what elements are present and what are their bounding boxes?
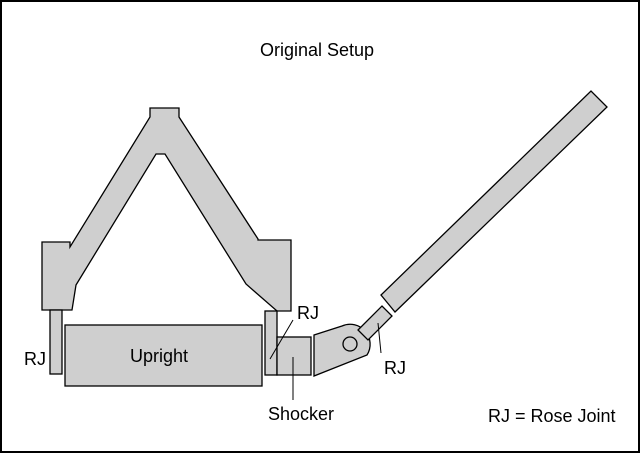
- left-rose-joint-link: [49, 309, 63, 375]
- long-arm: [380, 90, 608, 313]
- a-frame: [41, 107, 292, 312]
- pivot-hole: [342, 336, 358, 352]
- rj-right-leader: [377, 322, 382, 354]
- upright-block: [64, 324, 263, 387]
- legend-text: RJ = Rose Joint: [488, 406, 616, 426]
- right-rose-joint-link: [264, 310, 278, 376]
- rj-right-label: RJ: [384, 358, 406, 378]
- diagram-title: Original Setup: [260, 40, 375, 60]
- shocker-label: Shocker: [268, 404, 335, 424]
- rj-top-label: RJ: [297, 303, 319, 323]
- rj-top-leader: [269, 319, 294, 360]
- rj-left-label: RJ: [24, 349, 46, 369]
- shocker-block: [276, 336, 312, 376]
- upright-label: Upright: [130, 346, 189, 366]
- pushrod-link: [357, 305, 393, 341]
